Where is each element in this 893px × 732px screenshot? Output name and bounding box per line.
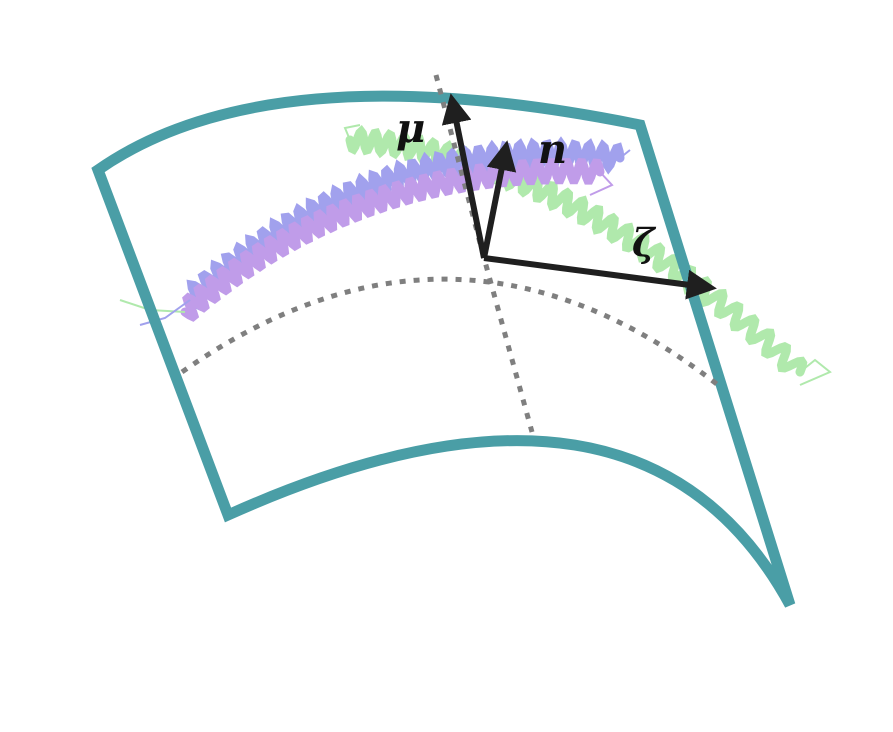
protein-tail bbox=[343, 124, 361, 141]
n-label: n bbox=[538, 126, 567, 173]
surface-patch-outline bbox=[91, 90, 796, 608]
mu-vector-arrow bbox=[441, 93, 487, 259]
protein-helix bbox=[345, 124, 808, 377]
zeta-vector-arrow bbox=[483, 255, 717, 300]
dotted-vertical-line bbox=[433, 74, 535, 433]
protein-tail bbox=[619, 149, 631, 159]
protein-tail bbox=[799, 358, 832, 386]
protein-tail bbox=[589, 171, 614, 196]
zeta-label: ζ bbox=[632, 220, 657, 265]
protein-helix bbox=[180, 158, 605, 322]
coiled-coil-protein-icon bbox=[119, 124, 832, 386]
dotted-horizontal-curve bbox=[180, 276, 720, 387]
protein-tail bbox=[139, 299, 191, 326]
mu-label: μ bbox=[396, 105, 425, 152]
n-vector-arrow bbox=[481, 140, 517, 259]
